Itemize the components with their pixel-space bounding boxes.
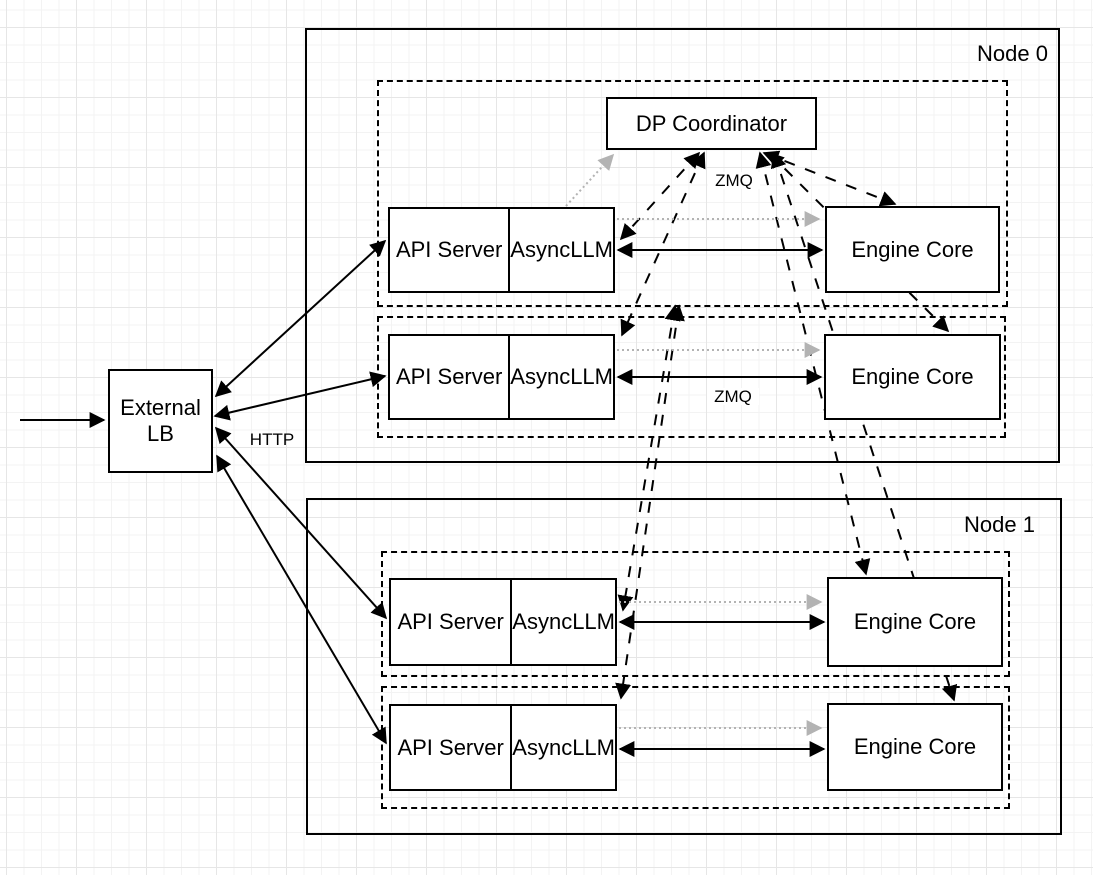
engine-core-box-n1r0: Engine Core — [827, 577, 1003, 667]
api-asyncllm-box-n1r0: API Server AsyncLLM — [389, 578, 617, 666]
node0-title: Node 0 — [977, 41, 1048, 66]
node1-replica1-group — [381, 686, 1010, 809]
dp-coordinator-box: DP Coordinator — [606, 97, 817, 150]
api-server-label: API Server — [395, 237, 503, 262]
api-server-cell: API Server — [390, 209, 511, 291]
engine-core-label: Engine Core — [851, 236, 974, 262]
asyncllm-cell: AsyncLLM — [510, 336, 613, 418]
api-server-label: API Server — [397, 609, 504, 634]
engine-core-label: Engine Core — [853, 734, 977, 759]
engine-core-label: Engine Core — [853, 609, 977, 634]
asyncllm-label: AsyncLLM — [510, 364, 613, 389]
dp-coordinator-label: DP Coordinator — [635, 110, 788, 136]
asyncllm-label: AsyncLLM — [512, 609, 615, 634]
api-server-cell: API Server — [390, 336, 511, 418]
external-lb-label-line1: External — [120, 395, 201, 420]
external-lb-label-line2: LB — [147, 421, 174, 446]
zmq-label-coordinator: ZMQ — [708, 172, 760, 189]
http-label: HTTP — [249, 430, 295, 449]
zmq-label-row: ZMQ — [707, 388, 759, 405]
api-server-cell: API Server — [391, 706, 513, 789]
engine-core-box-n1r1: Engine Core — [827, 703, 1003, 791]
engine-core-box-n0r0: Engine Core — [825, 206, 1000, 293]
asyncllm-label: AsyncLLM — [510, 237, 613, 262]
external-lb-box: External LB — [108, 369, 213, 473]
api-asyncllm-box-n0r1: API Server AsyncLLM — [388, 334, 615, 420]
api-server-label: API Server — [395, 364, 503, 389]
asyncllm-cell: AsyncLLM — [512, 706, 615, 789]
asyncllm-cell: AsyncLLM — [510, 209, 613, 291]
engine-core-box-n0r1: Engine Core — [824, 334, 1001, 420]
asyncllm-label: AsyncLLM — [512, 734, 615, 760]
api-asyncllm-box-n0r0: API Server AsyncLLM — [388, 207, 615, 293]
asyncllm-cell: AsyncLLM — [512, 580, 615, 664]
api-asyncllm-box-n1r1: API Server AsyncLLM — [389, 704, 617, 791]
api-server-cell: API Server — [391, 580, 513, 664]
api-server-label: API Server — [397, 734, 504, 760]
node1-title: Node 1 — [964, 512, 1035, 537]
engine-core-label: Engine Core — [851, 364, 974, 389]
